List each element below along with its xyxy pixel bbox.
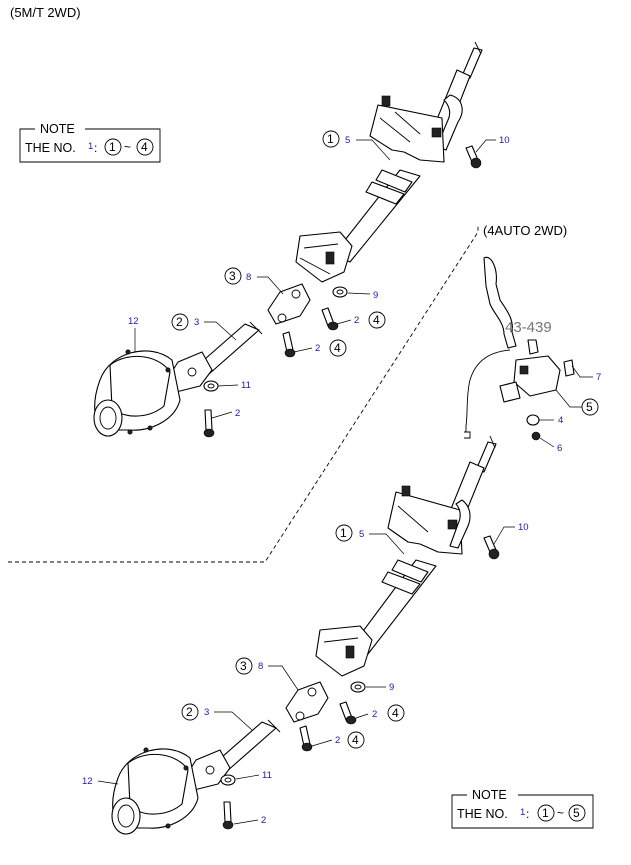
auto-part-12: 12 <box>82 776 93 787</box>
manual-part-9: 9 <box>373 290 378 301</box>
manual-part-2a: 2 <box>354 315 359 326</box>
manual-part-12: 12 <box>128 316 139 327</box>
note-top-from: 1 <box>109 140 116 154</box>
note-bottom-heading: NOTE <box>472 788 507 802</box>
auto-part-3: 3 <box>204 707 209 718</box>
note-top-one: 1 <box>88 141 93 152</box>
auto-callouts: 43-439 7 5 4 6 1 5 10 3 8 9 2 3 2 4 2 4 <box>82 319 601 826</box>
auto-part-11: 11 <box>262 770 272 781</box>
note-top-tilde: ~ <box>124 140 131 154</box>
auto-part-4: 4 <box>558 415 563 426</box>
note-bottom-one: 1 <box>520 807 525 818</box>
auto-part-9: 9 <box>389 682 394 693</box>
auto-steering-column-assembly <box>111 435 500 835</box>
manual-part-3: 3 <box>194 317 199 328</box>
auto-callout-5: 5 <box>586 400 593 414</box>
note-top-colon: : <box>94 141 97 155</box>
note-bottom-text: THE NO. <box>457 807 508 821</box>
note-bottom-from: 1 <box>542 806 549 820</box>
manual-callout-2: 2 <box>176 315 183 329</box>
auto-part-6: 6 <box>557 443 562 454</box>
manual-part-5: 5 <box>345 135 350 146</box>
note-box-bottom: NOTE THE NO. 1 : 1 ~ 5 <box>451 788 594 829</box>
page-reference: 43-439 <box>505 319 552 336</box>
manual-steering-column-assembly <box>93 41 483 438</box>
auto-part-7: 7 <box>596 372 601 383</box>
manual-callout-1: 1 <box>327 132 334 146</box>
note-top-to-circle <box>136 138 154 156</box>
auto-part-2c: 2 <box>261 815 266 826</box>
auto-part-5: 5 <box>359 529 364 540</box>
manual-variant-caption: (5M/T 2WD) <box>10 5 81 20</box>
auto-callout-3: 3 <box>240 659 247 673</box>
manual-callouts: 1 5 10 3 8 9 2 3 12 2 4 2 4 11 2 <box>128 130 510 419</box>
note-top-from-circle <box>104 138 122 156</box>
auto-callout-2: 2 <box>186 705 193 719</box>
note-box-top: NOTE THE NO. 1 : 1 ~ 4 <box>19 122 161 163</box>
manual-part-8: 8 <box>246 272 251 283</box>
auto-part-2a: 2 <box>372 709 377 720</box>
auto-variant-caption: (4AUTO 2WD) <box>483 223 567 238</box>
auto-part-10: 10 <box>518 522 529 533</box>
manual-callout-4b: 4 <box>334 341 341 355</box>
auto-shift-lock-cable-assembly <box>464 256 575 441</box>
manual-callout-4a: 4 <box>373 313 380 327</box>
manual-callout-3: 3 <box>229 269 236 283</box>
note-top-heading: NOTE <box>40 122 75 136</box>
note-bottom-colon: : <box>526 807 529 821</box>
note-bottom-tilde: ~ <box>557 806 564 820</box>
note-bottom-to: 5 <box>573 806 580 820</box>
manual-part-2b: 2 <box>315 343 320 354</box>
manual-part-2c: 2 <box>235 408 240 419</box>
note-top-to: 4 <box>141 140 148 154</box>
auto-part-8: 8 <box>258 661 263 672</box>
auto-callout-4b: 4 <box>352 733 359 747</box>
note-bottom-from-circle <box>537 804 555 822</box>
auto-part-2b: 2 <box>335 735 340 746</box>
variant-separator-line <box>8 225 479 563</box>
manual-part-10: 10 <box>499 135 510 146</box>
auto-callout-1: 1 <box>340 526 347 540</box>
manual-part-11: 11 <box>241 380 251 391</box>
note-bottom-to-circle <box>568 804 586 822</box>
note-top-text: THE NO. <box>25 141 76 155</box>
auto-callout-4a: 4 <box>392 706 399 720</box>
